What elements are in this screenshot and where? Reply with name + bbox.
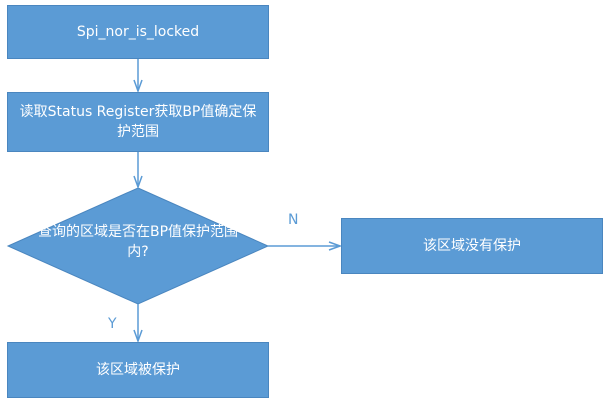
decision-text: 查询的区域是否在BP值保护范围 内? <box>10 222 266 262</box>
start-label: Spi_nor_is_locked <box>76 24 200 40</box>
protected-box: 该区域被保护 <box>7 342 269 398</box>
read-status-label: 读取Status Register获取BP值确定保护范围 <box>19 104 257 140</box>
decision-label-line1: 查询的区域是否在BP值保护范围 <box>37 224 239 240</box>
start-box: Spi_nor_is_locked <box>7 5 269 59</box>
not-protected-box: 该区域没有保护 <box>341 218 603 274</box>
decision-label-line2: 内? <box>127 244 149 260</box>
yes-branch-label: Y <box>108 316 117 332</box>
not-protected-label: 该区域没有保护 <box>423 238 521 254</box>
protected-label: 该区域被保护 <box>96 362 180 378</box>
no-branch-label: N <box>288 212 299 228</box>
read-status-box: 读取Status Register获取BP值确定保护范围 <box>7 92 269 152</box>
